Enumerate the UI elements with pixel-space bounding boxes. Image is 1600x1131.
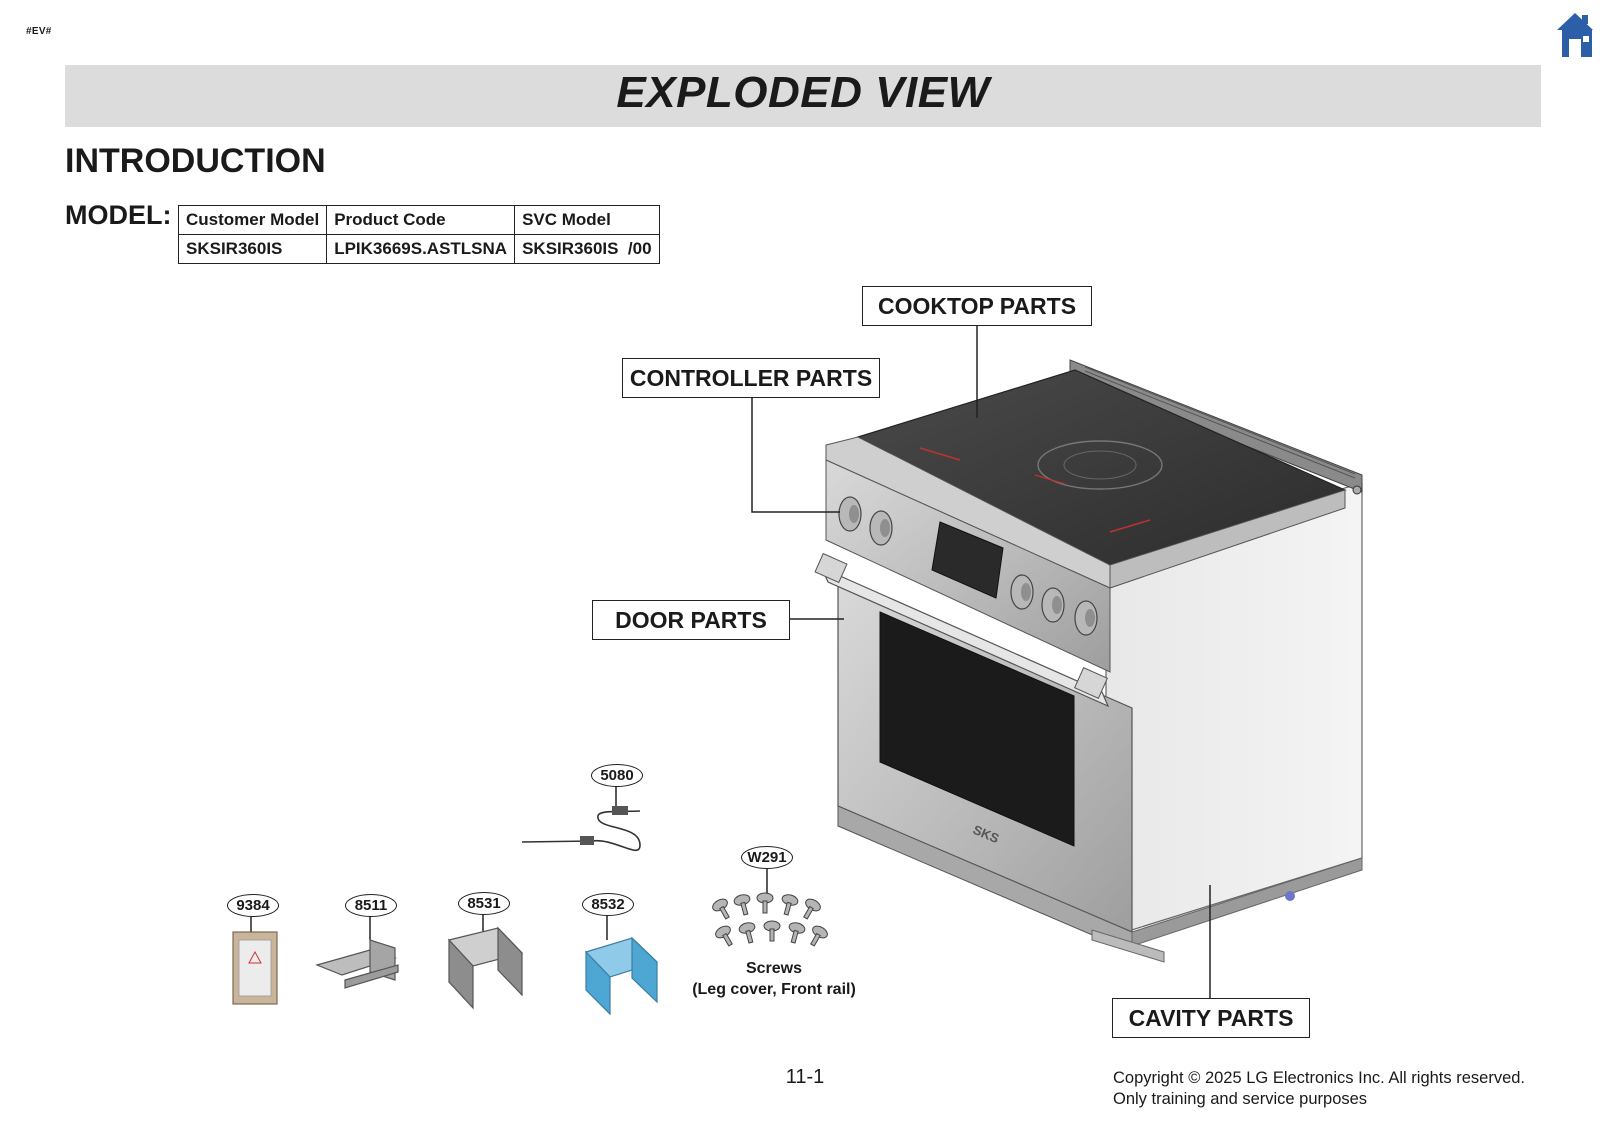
part-number-badge: 8532: [582, 893, 634, 916]
screws-part: [712, 892, 828, 947]
door-parts-callout[interactable]: DOOR PARTS: [592, 600, 790, 640]
page-number: 11-1: [785, 1066, 825, 1088]
introduction-heading: INTRODUCTION: [65, 142, 326, 180]
cover-8531-part: [447, 926, 524, 1010]
part-number-badge: 9384: [227, 894, 279, 917]
bracket-8511-part: [315, 939, 399, 989]
page-title: EXPLODED VIEW: [616, 68, 990, 117]
cell-product-code: LPIK3669S.ASTLSNA: [326, 234, 516, 264]
part-number-badge: 5080: [591, 764, 643, 787]
model-table: Customer Model Product Code SVC Model SK…: [177, 205, 660, 264]
temperature-probe-part: [521, 806, 641, 851]
part-number-badge: 8531: [458, 892, 510, 915]
header-svc-model: SVC Model: [514, 205, 660, 235]
title-bar: [65, 65, 1541, 127]
part-number-badge: 8511: [345, 894, 397, 917]
part-number-badge: W291: [741, 846, 793, 869]
table-row: SKSIR360IS LPIK3669S.ASTLSNA SKSIR360IS …: [177, 234, 660, 264]
manual-bag-part: [232, 931, 278, 1005]
screws-label-line1: Screws: [745, 960, 803, 977]
range-illustration: [814, 359, 1363, 963]
cooktop-parts-callout[interactable]: COOKTOP PARTS: [862, 286, 1092, 326]
cover-8532-part: [584, 936, 659, 1016]
header-customer-model: Customer Model: [177, 205, 328, 235]
cavity-parts-callout[interactable]: CAVITY PARTS: [1112, 998, 1310, 1038]
table-header-row: Customer Model Product Code SVC Model: [177, 205, 660, 235]
usage-notice-line: Only training and service purposes: [1113, 1090, 1368, 1108]
document-tag: #EV#: [26, 26, 52, 37]
cell-svc-model: SKSIR360IS /00: [514, 234, 660, 264]
screws-label-line2: (Leg cover, Front rail): [692, 981, 856, 998]
home-icon[interactable]: [1556, 12, 1594, 58]
copyright-line: Copyright © 2025 LG Electronics Inc. All…: [1113, 1069, 1526, 1087]
controller-parts-callout[interactable]: CONTROLLER PARTS: [622, 358, 880, 398]
cell-customer-model: SKSIR360IS: [177, 234, 328, 264]
screws-label: Screws (Leg cover, Front rail): [678, 958, 870, 1000]
model-label: MODEL:: [65, 200, 172, 230]
copyright-notice: Copyright © 2025 LG Electronics Inc. All…: [1113, 1068, 1525, 1110]
